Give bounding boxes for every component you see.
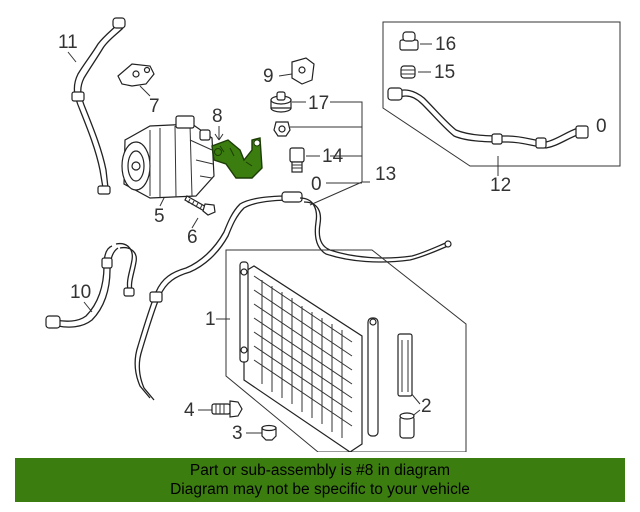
part-3-plug[interactable] bbox=[261, 424, 277, 441]
leader-lines bbox=[67, 43, 499, 434]
info-banner: Part or sub-assembly is #8 in diagram Di… bbox=[15, 458, 625, 502]
part-1-condenser-box[interactable] bbox=[225, 249, 467, 452]
oring-12[interactable]: 0 bbox=[596, 116, 607, 137]
callout-4[interactable]: 4 bbox=[184, 400, 195, 421]
part-12-box[interactable] bbox=[382, 21, 621, 167]
part-7-bracket[interactable] bbox=[117, 63, 155, 87]
part-5-compressor[interactable] bbox=[121, 115, 215, 199]
part-12-pipe[interactable] bbox=[387, 87, 589, 149]
part-11-hose[interactable] bbox=[71, 17, 126, 195]
parts-diagram: 11 7 8 9 17 14 13 5 6 10 1 4 3 2 16 15 1… bbox=[45, 17, 621, 452]
callout-9[interactable]: 9 bbox=[263, 66, 274, 87]
callout-7[interactable]: 7 bbox=[149, 96, 160, 117]
part-2-receiver[interactable] bbox=[397, 333, 415, 439]
part-1-condenser-core[interactable] bbox=[239, 261, 379, 452]
part-13-liquid-line[interactable] bbox=[134, 191, 452, 401]
callout-2[interactable]: 2 bbox=[421, 396, 432, 417]
part-16-cap[interactable] bbox=[399, 31, 419, 51]
oring-13[interactable]: 0 bbox=[311, 174, 322, 195]
banner-line-1: Part or sub-assembly is #8 in diagram bbox=[189, 462, 451, 479]
part-17-cap[interactable] bbox=[270, 91, 292, 113]
part-17-fitting[interactable] bbox=[273, 121, 291, 137]
callout-16[interactable]: 16 bbox=[435, 34, 456, 55]
part-15-valve[interactable] bbox=[400, 65, 416, 79]
part-4-bolt[interactable] bbox=[211, 400, 243, 418]
callout-15[interactable]: 15 bbox=[434, 62, 455, 83]
callout-11[interactable]: 11 bbox=[58, 32, 78, 53]
callout-8[interactable]: 8 bbox=[212, 106, 223, 127]
part-14-pressure-switch[interactable] bbox=[289, 147, 305, 173]
part-8-highlighted-bracket[interactable] bbox=[211, 137, 263, 179]
callout-12[interactable]: 12 bbox=[490, 175, 511, 196]
callout-3[interactable]: 3 bbox=[232, 423, 243, 444]
banner-line-2: Diagram may not be specific to your vehi… bbox=[170, 481, 470, 498]
callout-6[interactable]: 6 bbox=[187, 227, 198, 248]
callout-10[interactable]: 10 bbox=[70, 282, 91, 303]
part-6-bolt[interactable] bbox=[184, 195, 216, 216]
callout-17[interactable]: 17 bbox=[308, 93, 329, 114]
part-8-body[interactable] bbox=[211, 137, 263, 179]
callout-5[interactable]: 5 bbox=[154, 206, 165, 227]
part-10-hose[interactable] bbox=[45, 242, 137, 329]
callout-13[interactable]: 13 bbox=[375, 164, 396, 185]
part-9-bracket[interactable] bbox=[291, 57, 315, 85]
callout-1[interactable]: 1 bbox=[205, 309, 216, 330]
